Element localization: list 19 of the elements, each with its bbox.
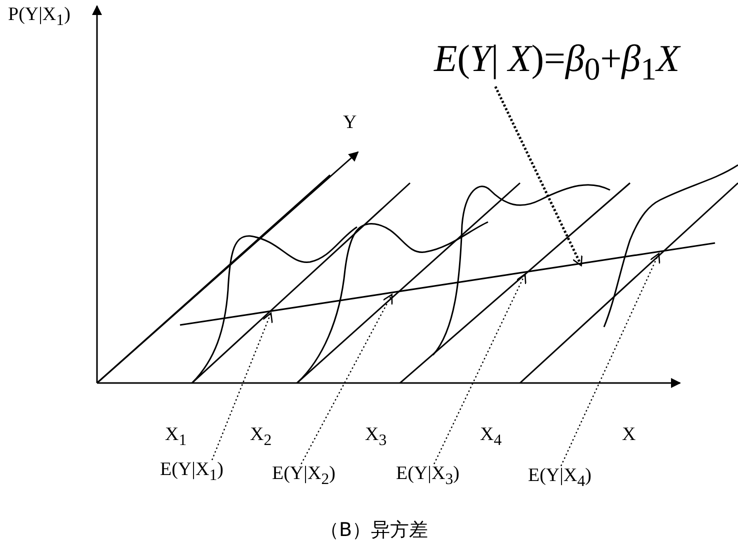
leader-line <box>494 86 583 266</box>
tick-label: X$_{1}$ <box>165 424 187 451</box>
axis-label: X <box>622 424 636 446</box>
expected-value-label: E(Y|X$_{3}$) <box>396 462 460 491</box>
axis-label: P(Y|X$_{1}$) <box>8 4 70 31</box>
expected-value-label: E(Y|X$_{1}$) <box>160 458 224 487</box>
expected-value-label: E(Y|X$_{4}$) <box>528 464 592 493</box>
regression-line <box>180 242 716 326</box>
expected-value-label: E(Y|X$_{2}$) <box>272 462 336 491</box>
axis-label: Y <box>343 112 357 134</box>
caption: （B）异方差 <box>320 519 428 541</box>
leader-line <box>211 312 273 460</box>
leader-line <box>434 273 526 464</box>
leader-line <box>300 294 393 464</box>
tick-label: X$_{4}$ <box>480 424 502 451</box>
leader-line <box>560 252 660 466</box>
tick-label: X$_{3}$ <box>365 424 387 451</box>
tick-label: X$_{2}$ <box>250 424 272 451</box>
regression-equation: E(Y| X)=β$_{0}$+β$_{1}$X <box>434 38 680 91</box>
